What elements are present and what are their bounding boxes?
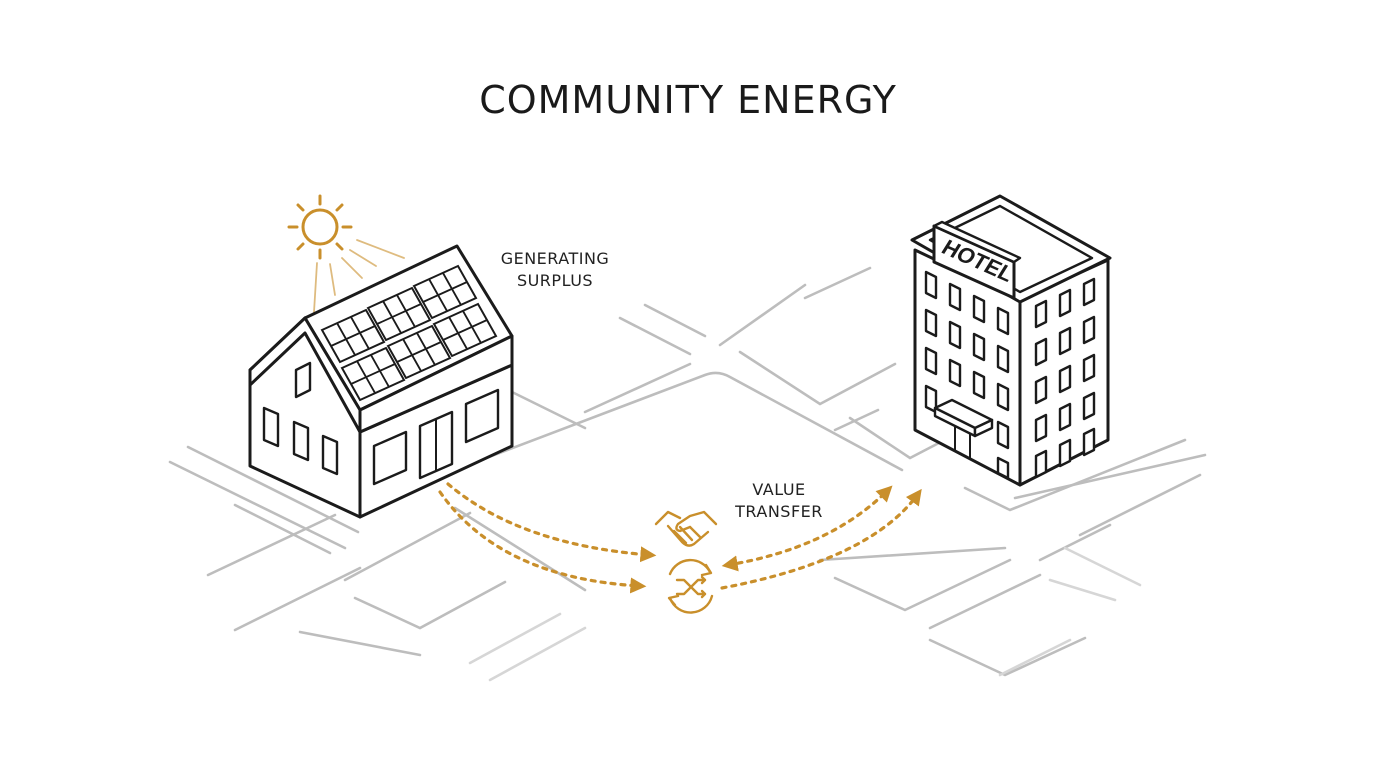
road-line xyxy=(233,566,362,632)
road-line xyxy=(928,573,1042,630)
sun-icon xyxy=(287,194,405,313)
road-line xyxy=(233,503,332,555)
road-line xyxy=(453,506,587,592)
road-line xyxy=(583,362,692,414)
road-line xyxy=(488,626,587,682)
flow-arrow-house-to-handshake xyxy=(446,482,657,563)
road-line xyxy=(718,283,807,347)
hotel-entrance xyxy=(933,398,994,458)
road-line xyxy=(510,390,587,430)
road-line xyxy=(206,513,337,577)
value-transfer-label-line1: VALUE xyxy=(752,480,806,499)
road-line xyxy=(833,408,880,432)
road-line xyxy=(803,266,872,300)
street-grid xyxy=(168,266,1207,682)
road-line xyxy=(1038,523,1112,562)
road-line xyxy=(343,511,472,582)
road-line xyxy=(458,371,904,472)
flow-arrow-exchange-hotel xyxy=(721,485,893,572)
generating-surplus-label: GENERATING SURPLUS xyxy=(480,248,630,292)
flow-arrow-house-to-exchange xyxy=(438,490,647,594)
value-transfer-label-line2: TRANSFER xyxy=(735,502,823,521)
road-line xyxy=(998,638,1072,677)
generating-surplus-label-line1: GENERATING xyxy=(500,249,610,268)
road-line xyxy=(738,350,897,406)
road-line xyxy=(1078,473,1202,537)
road-line xyxy=(928,636,1087,677)
exchange-cycle-icon xyxy=(667,558,714,614)
page-title: COMMUNITY ENERGY xyxy=(479,78,897,122)
handshake-icon xyxy=(654,510,718,547)
road-line xyxy=(298,630,422,657)
value-flow-arrows xyxy=(438,482,922,594)
road-line xyxy=(353,580,507,630)
road-line xyxy=(963,438,1187,512)
house-with-solar-panels-icon xyxy=(248,244,514,519)
hotel-building-icon: HOTEL xyxy=(910,194,1112,487)
hotel-windows-left xyxy=(924,270,1010,480)
road-line xyxy=(1048,578,1117,602)
flow-arrow-exchange-to-hotel xyxy=(720,488,922,590)
road-line xyxy=(1013,453,1207,500)
road-line xyxy=(1063,546,1142,587)
hotel-windows-right xyxy=(1034,277,1096,479)
road-line xyxy=(833,558,1012,612)
road-line xyxy=(618,316,692,356)
solar-panel-array xyxy=(320,265,497,401)
generating-surplus-label-line2: SURPLUS xyxy=(516,271,594,290)
road-line xyxy=(643,303,707,338)
value-transfer-label: VALUE TRANSFER xyxy=(714,479,844,523)
road-line xyxy=(168,460,347,550)
road-line xyxy=(468,612,562,665)
